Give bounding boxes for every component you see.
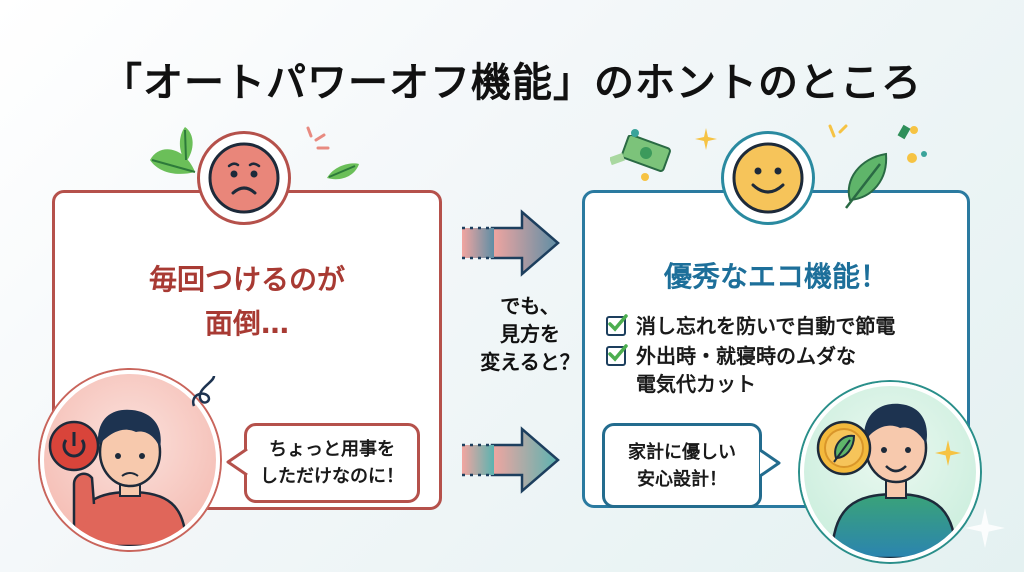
left-headline-line2: 面倒…	[204, 307, 289, 340]
sparkle-icon	[695, 128, 717, 150]
page-title: 「オートパワーオフ機能」のホントのところ	[102, 60, 922, 106]
checklist-item-text: 電気代カット	[636, 372, 756, 396]
happy-face-badge	[721, 131, 815, 225]
speech-tail-icon	[759, 448, 781, 478]
middle-line1: でも、	[500, 294, 560, 318]
left-speech-bubble: ちょっと用事を しただけなのに！	[244, 423, 420, 503]
sparkle-icon	[935, 440, 961, 466]
middle-line2: 見方を	[500, 322, 560, 346]
happy-person-illustration	[800, 382, 980, 562]
sad-face-icon	[208, 142, 280, 214]
money-bill-icon	[610, 135, 671, 172]
sad-face-badge	[197, 131, 291, 225]
checkbox-checked-icon	[606, 344, 628, 366]
arrow-right-icon	[462, 426, 560, 494]
right-speech-bubble: 家計に優しい 安心設計！	[602, 423, 762, 508]
right-speech-line2: 安心設計！	[637, 468, 727, 490]
dot-icon	[641, 173, 649, 181]
person-icon	[48, 409, 188, 546]
right-speech-line1: 家計に優しい	[628, 441, 736, 463]
person-icon	[816, 403, 958, 558]
arrow-right-icon	[462, 209, 560, 277]
frustrated-person-illustration	[40, 370, 220, 550]
dot-icon	[631, 129, 639, 137]
leaf-icon	[845, 152, 888, 209]
checkbox-checked-icon	[606, 314, 628, 336]
left-headline-line1: 毎回つけるのが	[148, 263, 345, 296]
confetti-icon	[828, 124, 927, 163]
benefit-checklist: 消し忘れを防いで自動で節電 外出時・就寝時のムダな 電気代カット	[606, 312, 966, 400]
checklist-item-text: 消し忘れを防いで自動で節電	[636, 314, 896, 338]
checklist-item: 外出時・就寝時のムダな 電気代カット	[606, 342, 966, 398]
right-headline: 優秀なエコ機能！	[663, 260, 888, 293]
middle-line3: 変えると？	[480, 350, 580, 374]
checklist-item-text: 外出時・就寝時のムダな	[636, 344, 856, 368]
speech-tail-icon	[226, 447, 248, 477]
dizzy-swirl-icon	[191, 375, 216, 407]
stress-lines-icon	[306, 126, 330, 150]
leaf-icon	[327, 163, 359, 180]
checklist-item: 消し忘れを防いで自動で節電	[606, 312, 966, 340]
middle-question: でも、 見方を 変えると？	[468, 292, 592, 376]
left-speech-line1: ちょっと用事を	[269, 439, 395, 460]
happy-face-icon	[732, 142, 804, 214]
left-speech-line2: しただけなのに！	[260, 466, 404, 487]
left-headline: 毎回つけるのが 面倒…	[52, 258, 442, 346]
leaf-icon	[150, 127, 196, 174]
sparkle-icon	[965, 508, 1005, 548]
